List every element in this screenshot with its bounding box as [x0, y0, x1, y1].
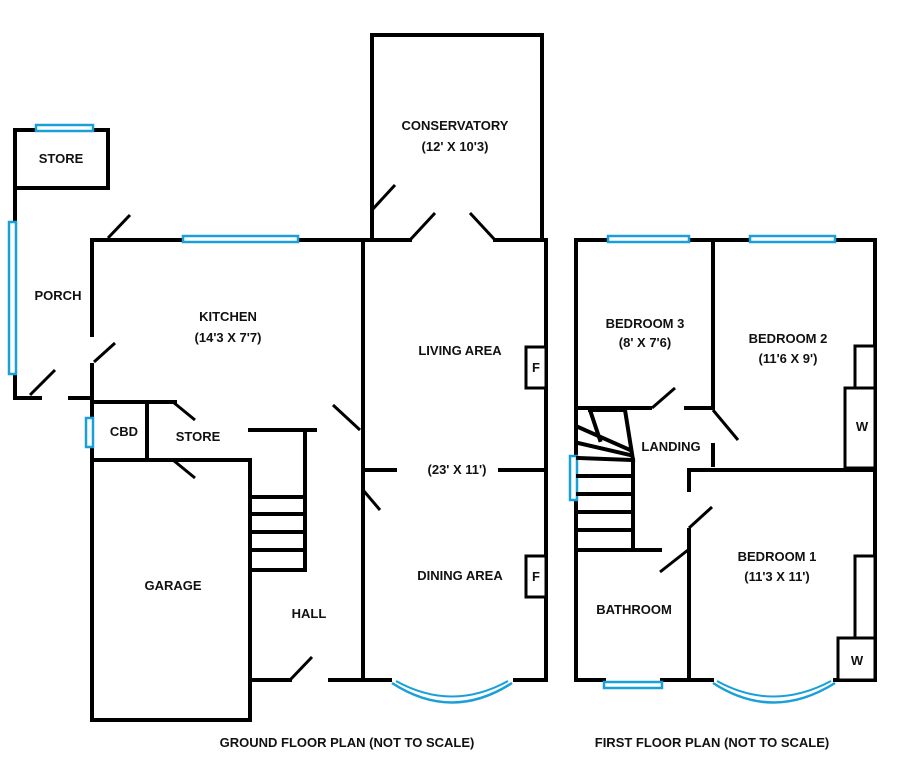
kitchen-door-side	[92, 341, 117, 364]
porch-label: PORCH	[35, 288, 82, 303]
kitchen-label: KITCHEN	[199, 309, 257, 324]
bedroom2-window	[748, 234, 837, 244]
conservatory-outline	[370, 33, 547, 242]
fireplace-living	[524, 345, 548, 390]
living-area-label: LIVING AREA	[418, 343, 502, 358]
store-window	[34, 123, 95, 133]
kitchen-window	[181, 234, 300, 244]
first-floor-doors	[651, 386, 740, 574]
living-hall-doors	[331, 403, 382, 511]
bathroom-window	[602, 680, 664, 690]
dining-area-label: DINING AREA	[417, 568, 503, 583]
garage-label: GARAGE	[144, 578, 201, 593]
cbd-label: CBD	[110, 424, 138, 439]
conservatory-doors	[370, 183, 497, 242]
hall-outline	[208, 428, 365, 682]
conservatory-size: (12' X 10'3)	[422, 139, 489, 154]
bedroom1-size: (11'3 X 11')	[744, 569, 809, 584]
conservatory-label: CONSERVATORY	[402, 118, 509, 133]
wardrobe2-label: W	[856, 419, 869, 434]
bathroom-label: BATHROOM	[596, 602, 672, 617]
kitchen-outline	[90, 238, 412, 402]
porch-door	[28, 368, 57, 397]
kitchen-size: (14'3 X 7'7)	[195, 330, 262, 345]
bedroom3-window	[606, 234, 691, 244]
store2-label: STORE	[176, 429, 221, 444]
store-doors	[172, 400, 196, 480]
wardrobe-bedroom1	[836, 554, 877, 682]
hall-front-door	[288, 655, 314, 682]
fireplace-dining-label: F	[532, 569, 540, 584]
landing-window	[568, 454, 579, 502]
bay-window-ground	[391, 680, 513, 704]
bedroom1-label: BEDROOM 1	[738, 549, 817, 564]
cbd-window	[84, 416, 95, 449]
fireplace-dining	[524, 554, 548, 599]
first-floor-caption: FIRST FLOOR PLAN (NOT TO SCALE)	[595, 735, 829, 750]
bay-window-first	[712, 680, 836, 704]
kitchen-door-top	[106, 213, 132, 240]
bedroom3-size: (8' X 7'6)	[619, 335, 671, 350]
first-floor-plan: BEDROOM 3 (8' X 7'6) BEDROOM 2 (11'6 X 9…	[568, 234, 877, 750]
fireplace-living-label: F	[532, 360, 540, 375]
first-floor-internal-walls	[574, 238, 877, 682]
wardrobe1-label: W	[851, 653, 864, 668]
cbd-store-outline	[90, 400, 252, 722]
ground-floor-plan: STORE PORCH KITCHEN (14'3 X 7'7) CONSERV…	[7, 33, 548, 750]
ground-floor-caption: GROUND FLOOR PLAN (NOT TO SCALE)	[220, 735, 475, 750]
bedroom2-size: (11'6 X 9')	[759, 351, 818, 366]
wardrobe-bedroom2	[843, 344, 877, 470]
first-floor-stairs	[575, 407, 636, 532]
bedroom3-label: BEDROOM 3	[606, 316, 685, 331]
porch-window	[7, 220, 18, 376]
living-dining-outline	[328, 238, 548, 682]
landing-label: LANDING	[641, 439, 700, 454]
store-label: STORE	[39, 151, 84, 166]
hall-label: HALL	[292, 606, 327, 621]
living-dining-size: (23' X 11')	[428, 462, 487, 477]
ground-stairs	[248, 495, 307, 552]
bedroom2-label: BEDROOM 2	[749, 331, 828, 346]
